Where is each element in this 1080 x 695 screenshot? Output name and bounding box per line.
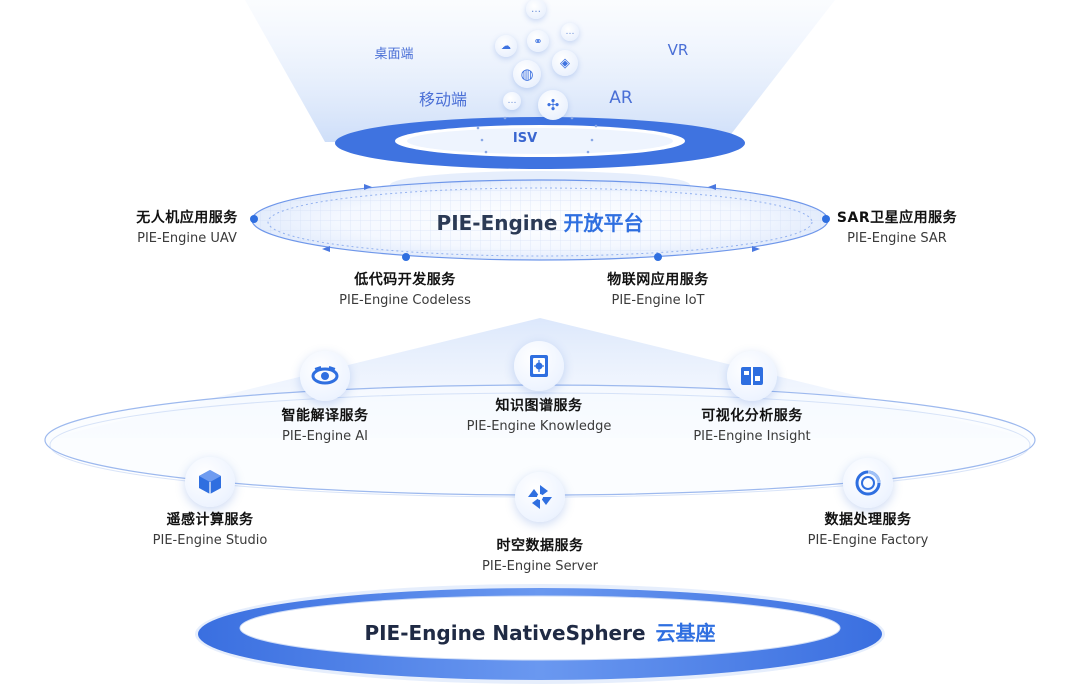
service-factory: 数据处理服务 PIE-Engine Factory [808, 509, 929, 548]
service-dots [250, 215, 830, 261]
service-ai: 智能解译服务 PIE-Engine AI [282, 405, 369, 444]
service-studio-cn: 遥感计算服务 [166, 512, 254, 528]
dots-bubble-icon: … [526, 0, 546, 19]
base-title-cn: 云基座 [655, 621, 716, 645]
base-title-en: PIE-Engine NativeSphere [364, 621, 646, 645]
service-knowledge: 知识图谱服务 PIE-Engine Knowledge [467, 395, 612, 434]
dots-bubble-icon: … [503, 92, 521, 110]
platform-disk [251, 179, 829, 261]
globe-bubble-icon: ◍ [513, 60, 541, 88]
service-sar: SAR卫星应用服务 PIE-Engine SAR [837, 207, 957, 246]
service-uav-cn: 无人机应用服务 [136, 210, 238, 226]
platform-title-cn: 开放平台 [563, 211, 644, 235]
service-knowledge-en: PIE-Engine Knowledge [466, 419, 612, 434]
service-factory-en: PIE-Engine Factory [807, 533, 929, 548]
base-title: PIE-Engine NativeSphere 云基座 [364, 617, 715, 646]
service-studio-en: PIE-Engine Studio [152, 533, 268, 548]
service-sar-en: PIE-Engine SAR [847, 231, 947, 246]
service-uav: 无人机应用服务 PIE-Engine UAV [136, 207, 238, 246]
service-server-cn: 时空数据服务 [496, 538, 584, 554]
service-iot-en: PIE-Engine IoT [611, 293, 705, 308]
label-vr: VR [667, 41, 689, 59]
gamepad-bubble-icon: ✣ [538, 90, 568, 120]
service-iot-cn: 物联网应用服务 [607, 272, 709, 288]
book-icon [514, 341, 564, 391]
service-codeless: 低代码开发服务 PIE-Engine Codeless [339, 269, 471, 308]
pinwheel-icon [515, 472, 565, 522]
service-insight-cn: 可视化分析服务 [701, 408, 803, 424]
label-mobile: 移动端 [418, 90, 468, 109]
service-server-en: PIE-Engine Server [482, 559, 598, 574]
service-iot: 物联网应用服务 PIE-Engine IoT [607, 269, 709, 308]
service-ai-en: PIE-Engine AI [282, 429, 368, 444]
service-codeless-en: PIE-Engine Codeless [339, 293, 471, 308]
service-knowledge-cn: 知识图谱服务 [495, 398, 583, 414]
dots-bubble-icon: … [561, 23, 579, 41]
platform-title-en: PIE-Engine [436, 211, 558, 235]
shield-bubble-icon: ◈ [552, 50, 578, 76]
isv-ring [335, 117, 745, 169]
service-uav-en: PIE-Engine UAV [137, 231, 237, 246]
base-ring [195, 584, 885, 684]
eye-icon [300, 351, 350, 401]
link-bubble-icon: ⚭ [527, 30, 549, 52]
service-codeless-cn: 低代码开发服务 [354, 272, 456, 288]
isv-label: ISV [512, 131, 538, 146]
label-desktop: 桌面端 [374, 47, 414, 62]
service-sar-cn: SAR卫星应用服务 [836, 210, 958, 226]
cloud-bubble-icon: ☁ [495, 35, 517, 57]
service-ai-cn: 智能解译服务 [281, 408, 369, 424]
cube-icon [185, 457, 235, 507]
chart-panel-icon [727, 351, 777, 401]
service-server: 时空数据服务 PIE-Engine Server [482, 535, 598, 574]
particle-dots [476, 116, 598, 154]
service-factory-cn: 数据处理服务 [824, 512, 912, 528]
service-studio: 遥感计算服务 PIE-Engine Studio [153, 509, 268, 548]
factory-ring-icon [843, 458, 893, 508]
service-insight-en: PIE-Engine Insight [693, 429, 811, 444]
service-insight: 可视化分析服务 PIE-Engine Insight [693, 405, 810, 444]
label-ar: AR [609, 88, 633, 108]
